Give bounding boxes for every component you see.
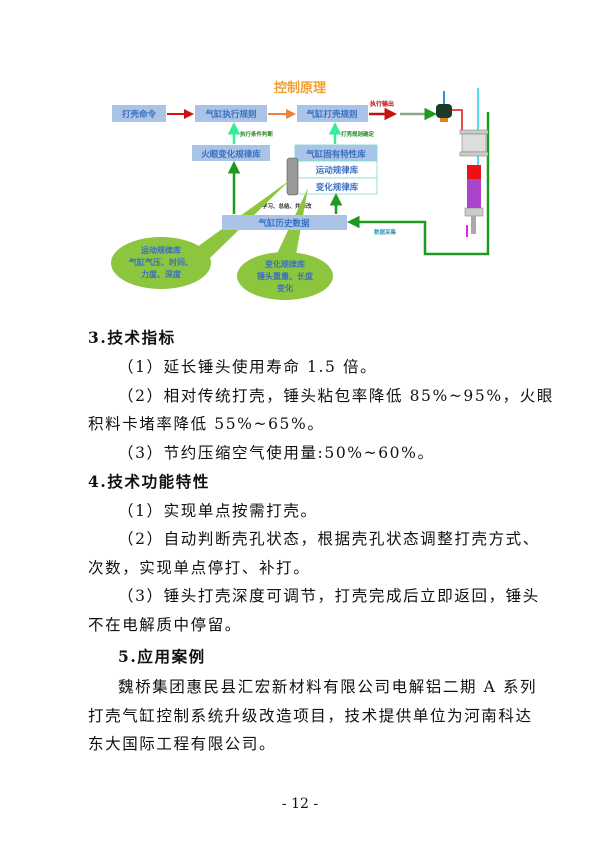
paragraph-line: 东大国际工程有限公司。 <box>88 735 277 753</box>
bubble-change-line: 变化规律库 <box>265 259 305 269</box>
bubble-motion <box>111 237 211 289</box>
bubble-motion-line: 气缸气压、时间、 <box>128 257 193 267</box>
svg-text:气缸历史数据: 气缸历史数据 <box>257 218 310 229</box>
label-data-collect: 数据采集 <box>374 228 397 236</box>
section-heading: 3.技术指标 <box>88 328 176 347</box>
section-heading: 5.应用案例 <box>118 647 206 666</box>
change-lib: 变化规律库 <box>316 182 359 193</box>
svg-text:火眼变化规律库: 火眼变化规律库 <box>201 149 261 160</box>
paragraph-line: 积料卡堵率降低 55%~65%。 <box>88 415 325 433</box>
paragraph-line: （2）自动判断壳孔状态，根据壳孔状态调整打壳方式、 <box>118 530 540 548</box>
svg-text:打壳命令: 打壳命令 <box>122 109 157 120</box>
diagram-title: 控制原理 <box>274 80 326 96</box>
box-exec-rule: 气缸执行规则 <box>195 105 267 122</box>
paragraph-line: 次数，实现单点停打、补打。 <box>88 559 311 577</box>
bubble-change-line: 锤头重量、长度 <box>257 271 314 281</box>
motion-lib: 运动规律库 <box>316 165 359 176</box>
box-fire-eye-lib: 火眼变化规律库 <box>192 145 270 161</box>
svg-text:气缸打壳规则: 气缸打壳规则 <box>305 109 357 120</box>
paragraph-line: （1）延长锤头使用寿命 1.5 倍。 <box>118 358 378 376</box>
box-history: 气缸历史数据 <box>222 215 347 230</box>
box-command: 打壳命令 <box>112 105 166 122</box>
bubble-change-line: 变化 <box>277 283 293 293</box>
control-principle-diagram: 控制原理 打壳命令 气缸执行规则 气缸打壳规则 执行输出 火眼变化规律库 执行条… <box>111 80 490 300</box>
data-feedback-arrow <box>347 112 490 256</box>
bubble-motion-line: 运动规律库 <box>141 245 181 255</box>
section-heading: 4.技术功能特性 <box>88 472 210 491</box>
box-strike-rule: 气缸打壳规则 <box>297 105 368 122</box>
paragraph-line: （3）节约压缩空气使用量:50%~60%。 <box>118 444 435 462</box>
box-cylinder-lib: 气缸固有特性库 运动规律库 变化规律库 <box>294 144 378 195</box>
cylinder-device-icon <box>436 88 489 237</box>
label-exec-output: 执行输出 <box>370 100 394 108</box>
bubble-change <box>237 252 333 300</box>
paragraph-line: 魏桥集团惠民县汇宏新材料有限公司电解铝二期 A 系列 <box>118 678 538 696</box>
bubble-motion-line: 力度、深度 <box>141 269 182 279</box>
label-strike-confirm: 打壳规则确定 <box>341 130 375 138</box>
svg-text:气缸执行规则: 气缸执行规则 <box>204 109 256 120</box>
label-learn: 学习、总结、并修改 <box>262 202 312 210</box>
paragraph-line: （1）实现单点按需打壳。 <box>118 502 318 520</box>
paragraph-line: 打壳气缸控制系统升级改造项目，技术提供单位为河南科达 <box>88 707 533 725</box>
svg-text:气缸固有特性库: 气缸固有特性库 <box>305 149 366 160</box>
label-exec-condition: 执行条件判断 <box>240 130 274 138</box>
paragraph-line: 不在电解质中停留。 <box>88 616 242 634</box>
paragraph-line: （3）锤头打壳深度可调节，打壳完成后立即返回，锤头 <box>118 587 540 605</box>
page-number: - 12 - <box>281 796 319 812</box>
database-cylinder-icon <box>286 157 299 196</box>
paragraph-line: （2）相对传统打壳，锤头粘包率降低 85%~95%，火眼 <box>118 387 554 405</box>
